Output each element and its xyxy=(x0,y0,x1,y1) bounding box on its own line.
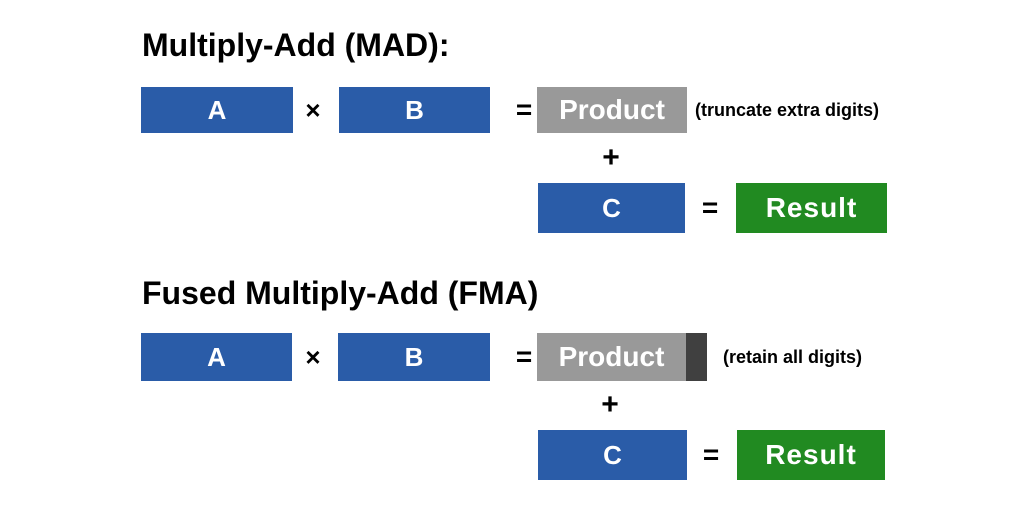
mad-truncate-note: (truncate extra digits) xyxy=(695,100,880,120)
mad-result-box: Result xyxy=(736,183,887,233)
fma-product-box: Product xyxy=(537,333,707,381)
mad-equals-operator: = xyxy=(515,94,533,125)
fma-retain-note: (retain all digits) xyxy=(723,347,863,367)
mad-operand-b-box: B xyxy=(339,87,490,133)
mad-plus-operator: + xyxy=(602,141,620,174)
fma-title: Fused Multiply-Add (FMA) xyxy=(142,275,539,311)
fma-multiply-operator: × xyxy=(305,342,321,372)
mad-operand-a-box: A xyxy=(141,87,293,133)
fma-result-box: Result xyxy=(737,430,885,480)
mad-operand-c-box: C xyxy=(538,183,685,233)
fma-product-label: Product xyxy=(537,333,686,381)
fma-equals-operator-2: = xyxy=(702,439,720,470)
fma-extra-digits-segment xyxy=(686,333,707,381)
fma-operand-b-box: B xyxy=(338,333,490,381)
fma-plus-operator: + xyxy=(601,388,619,421)
fma-equals-operator: = xyxy=(515,341,533,372)
fma-operand-a-box: A xyxy=(141,333,292,381)
mad-multiply-operator: × xyxy=(305,95,321,125)
fma-operand-c-box: C xyxy=(538,430,687,480)
mad-product-box: Product xyxy=(537,87,687,133)
mad-equals-operator-2: = xyxy=(701,192,719,223)
mad-title: Multiply-Add (MAD): xyxy=(142,27,450,63)
